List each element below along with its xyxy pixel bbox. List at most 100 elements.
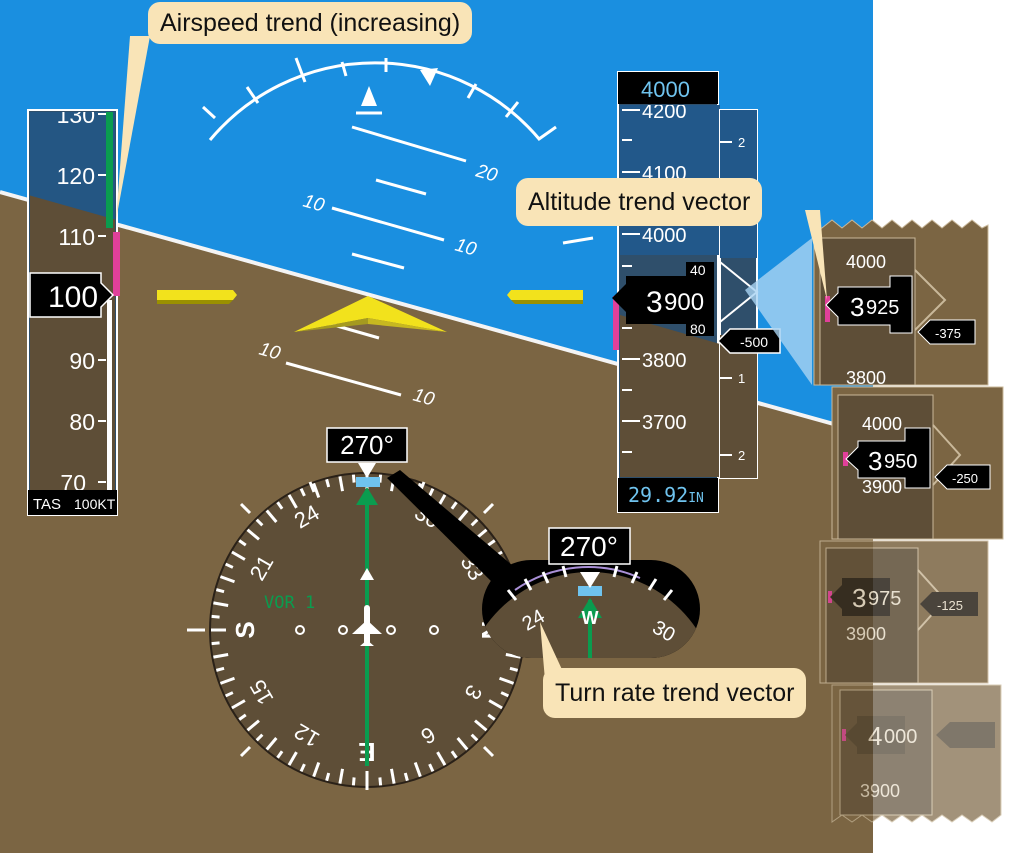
altitude-frame-3: 3900 3 975 -125	[819, 540, 989, 684]
compass-tick	[246, 719, 260, 732]
altitude-tape: 4200 4100 4000 3800 3700 4000 29.92IN 3 …	[612, 71, 720, 513]
compass-outer-tick	[239, 745, 252, 758]
frame-altitude-above: 4000	[846, 252, 886, 272]
bank-index-icon	[420, 68, 438, 86]
zoom-heading-readout: 270°	[560, 531, 618, 562]
airspeed-tape: 130 120 110 90 80 70 100 TAS 100KT	[27, 102, 120, 516]
compass-tick	[287, 751, 298, 766]
zoom-card-label: W	[582, 608, 599, 628]
baro-setting: 29.92IN	[628, 483, 704, 507]
compass-tick	[470, 518, 479, 527]
compass-tick	[213, 653, 229, 659]
frame-vsi-readout: -125	[937, 598, 963, 613]
compass-tick	[312, 761, 321, 778]
airspeed-tick-label: 80	[69, 409, 95, 435]
frame-vsi-readout: -375	[935, 326, 961, 341]
compass-tick	[325, 772, 331, 782]
compass-tick	[474, 719, 488, 732]
airspeed-trend-callout: Airspeed trend (increasing)	[148, 2, 473, 44]
compass-tick	[450, 501, 458, 510]
altitude-tick-label: 3700	[642, 412, 687, 434]
altitude-callout-pointer	[805, 210, 827, 300]
heading-bug-icon	[356, 477, 380, 487]
compass-tick	[351, 474, 356, 483]
compass-tick	[390, 768, 396, 784]
compass-tick	[456, 737, 469, 751]
compass-tick	[498, 676, 515, 685]
course-pointer-head	[356, 487, 378, 505]
selected-altitude: 4000	[641, 77, 690, 102]
compass-tick	[436, 751, 447, 766]
compass-tick	[224, 562, 234, 569]
turn-callout-pointer	[540, 622, 565, 680]
compass-tick	[211, 641, 220, 646]
compass-tick	[255, 518, 264, 527]
altitude-readout-big: 3	[646, 286, 663, 319]
vsi-mark: 2	[738, 135, 745, 150]
compass-tick	[287, 494, 298, 509]
compass-tick	[238, 539, 247, 547]
compass-tick	[231, 550, 246, 561]
turn-rate-trend-callout: Turn rate trend vector	[543, 668, 807, 718]
airspeed-tick-label: 130	[57, 102, 95, 128]
frame-altitude-below: 3900	[846, 624, 886, 644]
compass-tick	[325, 478, 331, 488]
compass-tick	[276, 501, 284, 510]
compass-tick	[265, 737, 278, 751]
aircraft-symbol	[157, 290, 583, 332]
baro-unit: IN	[688, 491, 704, 506]
compass-tick	[215, 588, 225, 594]
altitude-trend-vector	[613, 296, 619, 350]
compass-tick	[276, 750, 284, 759]
altitude-roll-digit: 40	[690, 262, 706, 278]
compass-outer-tick	[482, 502, 495, 515]
compass-tick	[265, 509, 278, 523]
pitch-ladder	[285, 125, 467, 397]
compass-tick	[213, 601, 229, 607]
altitude-roll-digit: 80	[690, 321, 706, 337]
nav-source: VOR 1	[264, 593, 315, 613]
compass-tick	[378, 474, 383, 483]
vsi-readout: -500	[740, 334, 768, 350]
compass-outer-tick	[482, 745, 495, 758]
frame-altitude-big: 3	[852, 583, 866, 613]
compass-outer-tick	[239, 502, 252, 515]
compass-tick	[299, 763, 306, 773]
heading-readout-box	[326, 427, 408, 463]
roll-scale	[201, 57, 594, 245]
compass-tick	[219, 575, 236, 584]
altitude-frame-4: 3900 4 000	[831, 684, 1002, 823]
altitude-frame-2: 4000 3900 3 950 -250	[831, 386, 1004, 540]
lubber-line-icon	[358, 463, 376, 478]
airspeed-tick-label: 120	[57, 163, 95, 189]
frame-vsi-readout: -250	[952, 471, 978, 486]
airspeed-readout-box	[29, 272, 115, 318]
compass-tick	[456, 509, 469, 523]
frame-altitude-above: 4000	[862, 414, 902, 434]
altitude-readout-box	[612, 262, 714, 336]
vsi-mark: 2	[738, 448, 745, 463]
altitude-tick-label: 4000	[642, 225, 687, 247]
compass-outer-tick	[308, 481, 316, 493]
compass-tick	[505, 653, 521, 659]
compass-tick	[231, 699, 246, 710]
zoom-heading-readout-box	[548, 527, 631, 565]
compass-tick	[338, 476, 344, 492]
compass-tick	[351, 777, 356, 786]
airspeed-tick-label: 110	[58, 224, 95, 250]
compass-tick	[428, 763, 435, 773]
compass-tick	[428, 487, 435, 497]
airspeed-tick-label: 70	[60, 470, 86, 496]
airspeed-readout: 100	[48, 281, 98, 314]
compass-tick	[299, 487, 306, 497]
compass-tick	[246, 528, 260, 541]
aircraft-heading-icon	[352, 605, 382, 646]
altitude-tick-label: 4200	[642, 101, 687, 123]
cdi-dots	[295, 625, 439, 635]
frame-altitude-small: 950	[884, 451, 917, 473]
to-from-indicator-icon	[360, 568, 374, 580]
altitude-tick-label: 3800	[642, 350, 687, 372]
vsi-pointer-box	[716, 328, 781, 354]
altitude-trend-zoom-beam	[745, 238, 812, 385]
